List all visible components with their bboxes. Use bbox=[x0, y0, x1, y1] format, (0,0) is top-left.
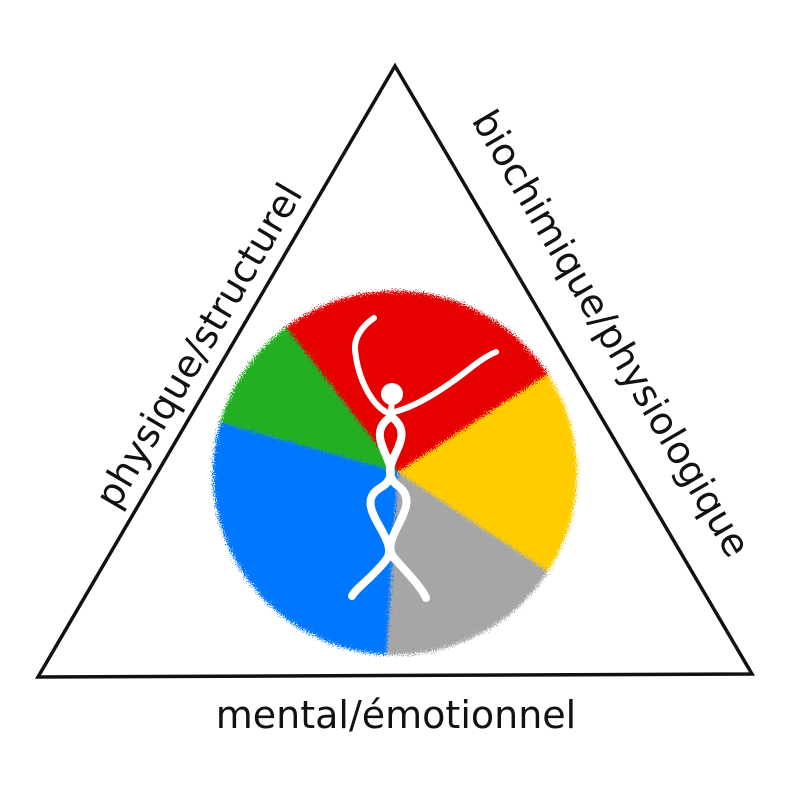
figure-left-arm bbox=[351, 315, 389, 415]
wheel-segment-red bbox=[238, 291, 577, 472]
figure-head bbox=[381, 383, 403, 405]
wheel-segment-gray bbox=[381, 472, 577, 655]
wheel-segment-green bbox=[213, 291, 398, 472]
dancing-human-figure-icon bbox=[348, 315, 499, 602]
figure-right-leg bbox=[386, 414, 430, 602]
label-bottom-side: mental/émotionnel bbox=[216, 693, 576, 737]
figure-left-leg bbox=[348, 414, 395, 600]
figure-right-arm bbox=[391, 349, 499, 415]
wheel-segment-yellow bbox=[398, 331, 577, 615]
